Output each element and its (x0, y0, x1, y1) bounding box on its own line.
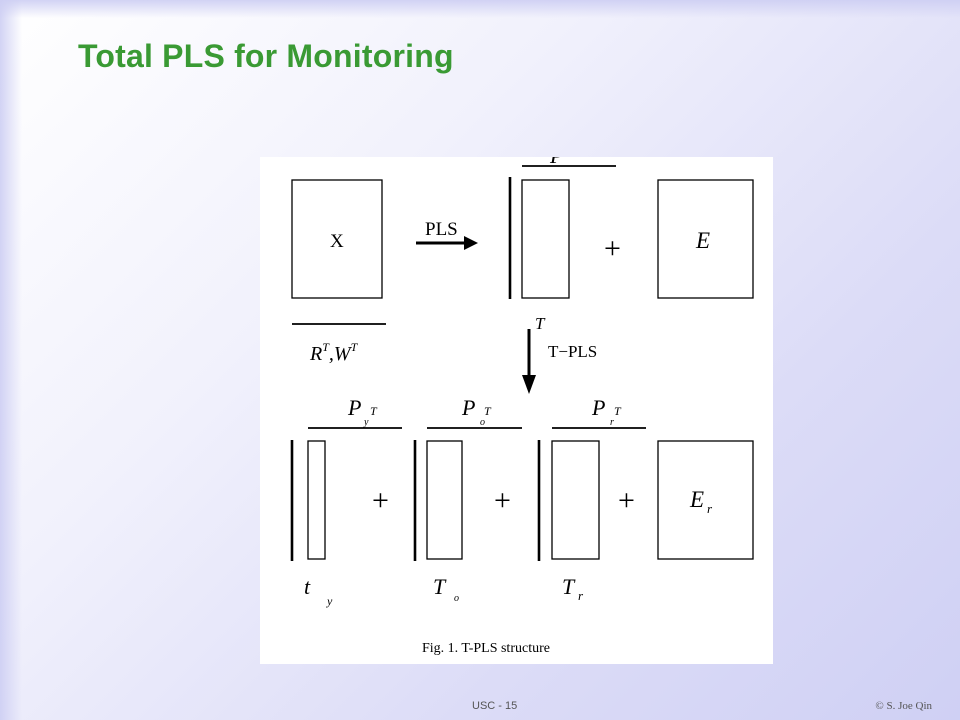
to-sub: o (454, 593, 459, 604)
ty-label: t (304, 574, 311, 599)
t-label: T (535, 314, 546, 333)
pls-arrow-head (464, 236, 478, 250)
pls-label: PLS (425, 219, 458, 240)
figure-caption: Fig. 1. T-PLS structure (422, 641, 550, 656)
po-sup: T (484, 404, 492, 418)
er-label: E (689, 487, 704, 512)
r-letter: R (309, 343, 322, 365)
p-letter: P (549, 157, 563, 168)
tpls-diagram: X PLS PT + E T T−PLS RT,WT P T y P T o P… (290, 157, 754, 656)
to-box (426, 440, 463, 560)
po-label: P (461, 395, 475, 420)
slide-left-edge (0, 0, 22, 720)
py-sub: y (363, 417, 369, 428)
w-superscript: T (351, 340, 359, 354)
tr-label: T (562, 574, 576, 599)
tr-sub: r (578, 588, 584, 603)
slide-top-edge (0, 0, 960, 18)
pr-sub: r (610, 417, 614, 428)
pr-sup: T (614, 404, 622, 418)
py-label: P (347, 395, 361, 420)
er-sub: r (707, 501, 713, 516)
tpls-figure: X PLS PT + E T T−PLS RT,WT P T y P T o P… (260, 157, 773, 664)
er-residual-box (657, 440, 754, 560)
plus-3: + (494, 484, 511, 517)
rw-comma: , (329, 343, 334, 365)
p-label: PT (549, 157, 571, 168)
plus-2: + (372, 484, 389, 517)
ty-box (307, 440, 326, 560)
pr-label: P (591, 395, 605, 420)
footer-copyright: © S. Joe Qin (875, 700, 932, 712)
po-sub: o (480, 417, 485, 428)
x-matrix-label: X (330, 231, 344, 252)
plus-4: + (618, 484, 635, 517)
py-sup: T (370, 404, 378, 418)
slide-title: Total PLS for Monitoring (78, 38, 454, 74)
tr-box (551, 440, 600, 560)
ty-sub: y (326, 594, 333, 608)
x-matrix-box (291, 179, 383, 299)
e-residual-box (657, 179, 754, 299)
tpls-arrow-head (522, 375, 536, 394)
t-p-loadings-box (521, 179, 570, 299)
plus-1: + (604, 232, 621, 265)
to-label: T (433, 574, 447, 599)
r-superscript: T (322, 340, 330, 354)
rw-label: RT,WT (309, 340, 359, 365)
footer-slide-number: USC - 15 (472, 700, 518, 712)
tpls-label: T−PLS (548, 342, 597, 361)
e-label: E (695, 228, 710, 253)
w-letter: W (334, 343, 353, 365)
